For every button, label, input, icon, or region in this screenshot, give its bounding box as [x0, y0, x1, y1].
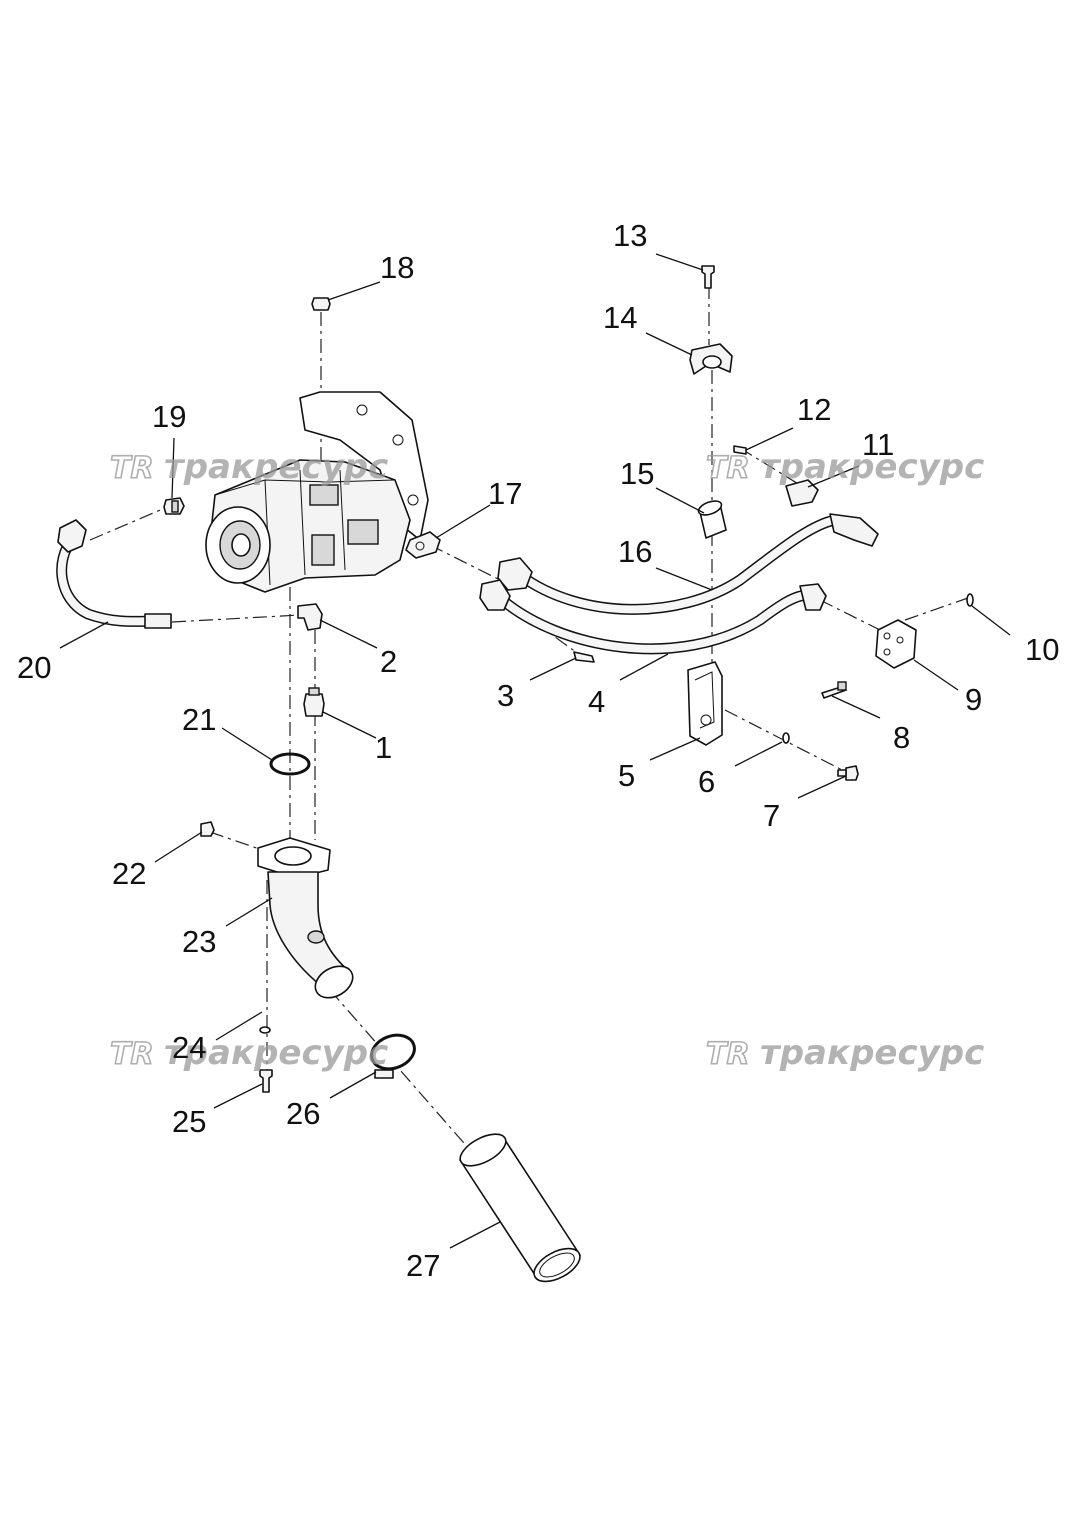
callout-24: 24: [172, 1030, 206, 1065]
part-25-bolt: [259, 1069, 273, 1093]
leader-lines: [59, 253, 1011, 1249]
part-22-bolt: [200, 821, 215, 837]
watermark-top-right: TR тракресурс: [705, 447, 984, 487]
part-20-hose: [56, 519, 172, 629]
part-14-clamp: [689, 343, 733, 375]
watermark-bottom-right: TR тракресурс: [705, 1033, 984, 1073]
callout-18: 18: [380, 250, 414, 285]
part-27-tube: [459, 1133, 581, 1283]
watermark-logo: TR: [110, 451, 154, 486]
part-18-plug: [311, 297, 331, 311]
part-7-bolt: [837, 765, 859, 781]
callout-16: 16: [618, 534, 652, 569]
part-10-o-ring: [966, 593, 974, 607]
callout-8: 8: [893, 720, 910, 755]
part-8-bolt: [821, 681, 847, 699]
part-6-washer: [782, 732, 790, 744]
part-26-clamp: [370, 1033, 416, 1079]
callout-10: 10: [1025, 632, 1059, 667]
callout-13: 13: [613, 218, 647, 253]
watermark-logo: TR: [706, 1037, 750, 1072]
watermark-text: тракресурс: [760, 447, 984, 487]
callout-labels: 1 2 3 4 5 6 7 8 9 10 11 12 13 14 15 16 1…: [17, 218, 1059, 1283]
watermark-text: тракресурс: [164, 1033, 388, 1073]
callout-1: 1: [375, 730, 392, 765]
watermark-logo: TR: [110, 1037, 154, 1072]
callout-6: 6: [698, 764, 715, 799]
part-16-hose: [497, 513, 879, 615]
part-13-bolt: [701, 265, 715, 289]
part-21-o-ring: [269, 752, 311, 776]
part-1-adapter: [303, 687, 325, 717]
callout-12: 12: [797, 392, 831, 427]
part-4-hose: [479, 579, 827, 655]
callout-19: 19: [152, 399, 186, 434]
callout-11: 11: [862, 427, 894, 462]
assembly-axes: [89, 285, 969, 1151]
hydraulic-pump: [205, 391, 429, 593]
part-2-elbow: [297, 603, 323, 631]
part-15-bushing: [697, 500, 727, 539]
callout-25: 25: [172, 1104, 206, 1139]
watermark-text: тракресурс: [760, 1033, 984, 1073]
callout-4: 4: [588, 684, 605, 719]
watermark-text: тракресурс: [164, 447, 388, 487]
callout-26: 26: [286, 1096, 320, 1131]
callout-7: 7: [763, 798, 780, 833]
callout-5: 5: [618, 758, 635, 793]
part-5-bracket: [687, 661, 723, 746]
part-12-bolt: [733, 445, 747, 455]
callout-20: 20: [17, 650, 51, 685]
callout-17: 17: [488, 476, 522, 511]
watermark-top-left: TR тракресурс: [109, 447, 388, 487]
watermark-bottom-left: TR тракресурс: [109, 1033, 388, 1073]
callout-9: 9: [965, 682, 982, 717]
callout-3: 3: [497, 678, 514, 713]
part-23-suction-elbow: [257, 837, 354, 999]
callout-14: 14: [603, 300, 637, 335]
callout-15: 15: [620, 456, 654, 491]
part-9-block: [875, 619, 917, 669]
callout-27: 27: [406, 1248, 440, 1283]
callout-2: 2: [380, 644, 397, 679]
part-19-fitting: [163, 497, 185, 515]
part-24-washer: [259, 1026, 271, 1034]
callout-21: 21: [182, 702, 216, 737]
watermark-logo: TR: [706, 451, 750, 486]
callout-22: 22: [112, 856, 146, 891]
callout-23: 23: [182, 924, 216, 959]
part-17-split-flange: [405, 531, 441, 559]
part-3-bolt: [573, 651, 595, 663]
